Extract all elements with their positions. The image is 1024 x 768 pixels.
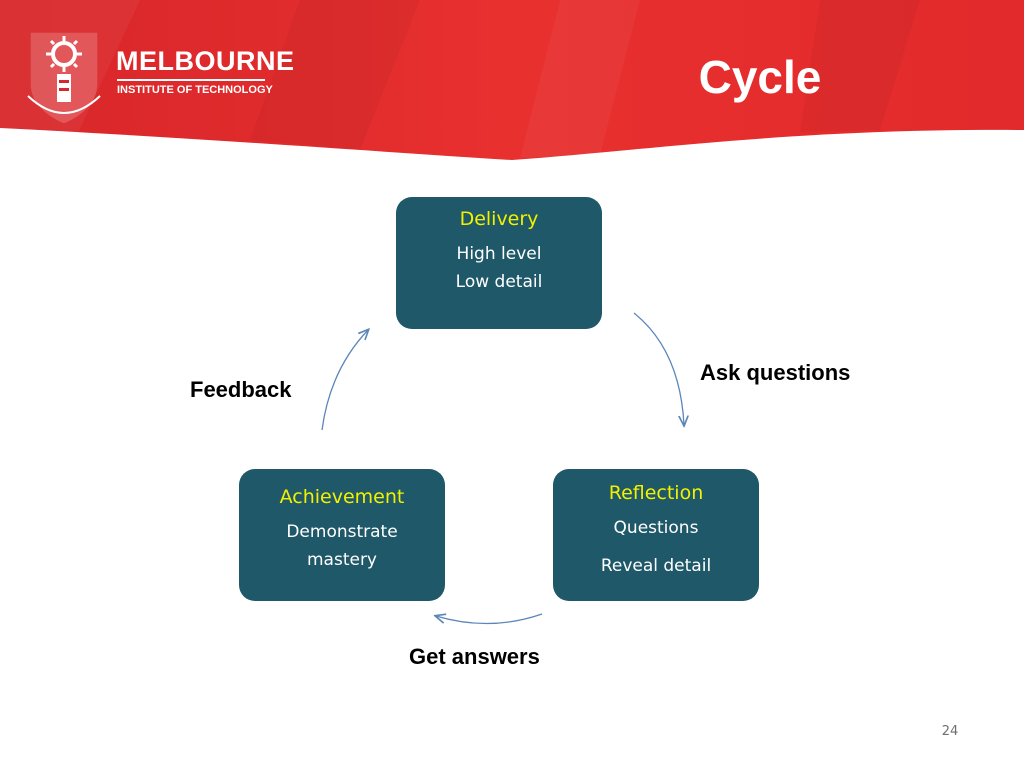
- node-achievement: Achievement Demonstrate mastery: [239, 469, 445, 601]
- arrow-reflection-to-achievement: [436, 614, 543, 625]
- header-background: [0, 0, 1024, 160]
- logo-divider: [117, 79, 265, 81]
- node-title: Delivery: [459, 208, 539, 230]
- institute-logo: MELBOURNE INSTITUTE OF TECHNOLOGY: [14, 26, 294, 126]
- node-title: Reflection: [608, 482, 704, 504]
- node-line: Reveal detail: [600, 556, 712, 576]
- node-line: High level: [456, 244, 542, 264]
- node-delivery: Delivery High level Low detail: [396, 197, 602, 329]
- node-line: Demonstrate: [286, 522, 398, 542]
- logo-wordmark: MELBOURNE: [116, 46, 295, 76]
- slide-title: Cycle: [698, 51, 822, 103]
- node-line: Questions: [613, 518, 699, 538]
- crest-icon: [27, 32, 101, 124]
- node-line: mastery: [306, 550, 377, 570]
- node-title: Achievement: [279, 486, 405, 508]
- arrow-achievement-to-delivery: [321, 330, 368, 431]
- node-reflection: Reflection Questions Reveal detail: [553, 469, 759, 601]
- edge-label-get-answers: Get answers: [409, 644, 540, 669]
- edge-label-ask-questions: Ask questions: [700, 360, 851, 385]
- logo-subtitle: INSTITUTE OF TECHNOLOGY: [117, 84, 273, 96]
- node-line: Low detail: [455, 272, 543, 292]
- page-number: 24: [941, 724, 959, 739]
- arrow-delivery-to-reflection: [633, 312, 684, 425]
- header-banner: MELBOURNE INSTITUTE OF TECHNOLOGY Cycle: [0, 0, 1024, 160]
- edge-label-feedback: Feedback: [190, 377, 292, 402]
